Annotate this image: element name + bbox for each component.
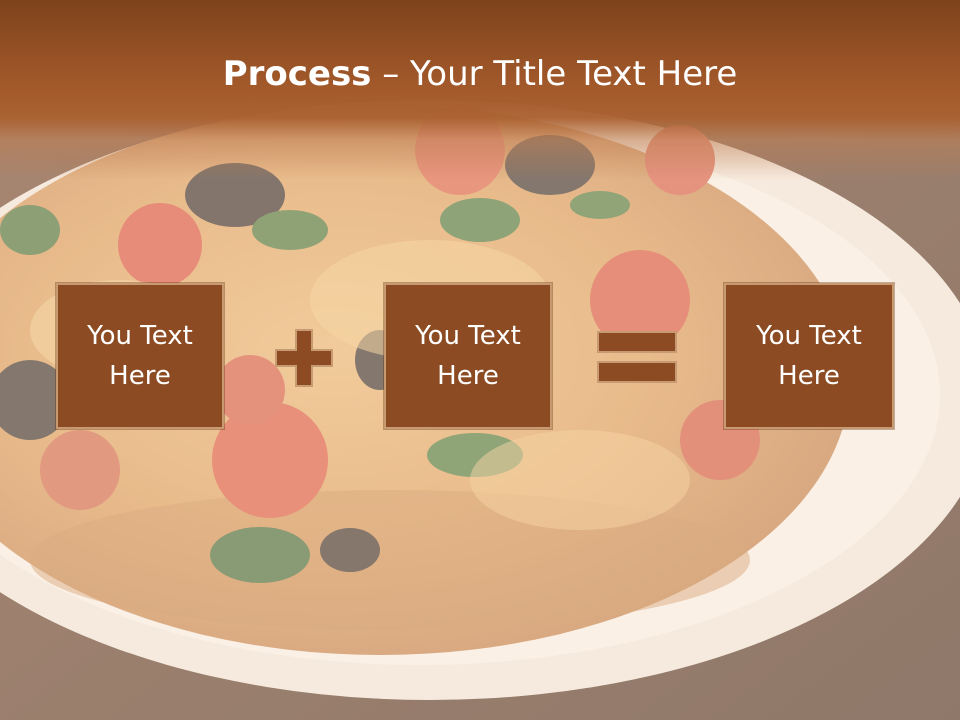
text-box-2-label: You Text Here: [398, 316, 538, 396]
slide-title[interactable]: Process – Your Title Text Here: [0, 52, 960, 96]
text-box-1-line2: Here: [109, 361, 171, 391]
text-box-2-line1: You Text: [415, 321, 521, 351]
text-box-1-label: You Text Here: [70, 316, 210, 396]
text-box-3-label: You Text Here: [739, 316, 879, 396]
text-box-1-line1: You Text: [87, 321, 193, 351]
text-box-3-line2: Here: [778, 361, 840, 391]
title-band: [0, 0, 960, 180]
text-box-3[interactable]: You Text Here: [724, 283, 894, 429]
equals-icon[interactable]: [597, 331, 677, 383]
text-box-2[interactable]: You Text Here: [384, 283, 552, 429]
text-box-3-line1: You Text: [756, 321, 862, 351]
plus-icon[interactable]: [274, 328, 334, 388]
text-box-2-line2: Here: [437, 361, 499, 391]
title-rest-text: – Your Title Text Here: [371, 54, 738, 94]
title-bold-text: Process: [222, 54, 372, 94]
text-box-1[interactable]: You Text Here: [56, 283, 224, 429]
